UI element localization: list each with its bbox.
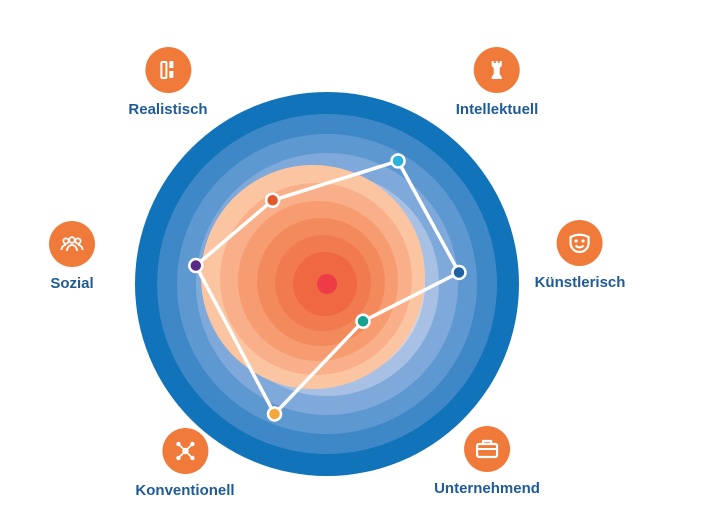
theater-mask-icon (556, 220, 603, 266)
data-point-konventionell (266, 406, 283, 422)
people-icon (49, 221, 95, 267)
category-realistisch: Realistisch (128, 47, 208, 118)
tools-icon (145, 47, 191, 93)
data-point-realistisch (264, 192, 281, 209)
category-label: Unternehmend (434, 480, 540, 497)
center-core (317, 274, 337, 294)
data-point-unternehmend (355, 313, 371, 330)
category-sozial: Sozial (49, 221, 95, 292)
data-point-intellektuell (390, 153, 406, 169)
chess-rook-icon (474, 47, 520, 93)
heat-rings (201, 165, 425, 389)
category-konventionell: Konventionell (135, 428, 235, 499)
data-points (188, 153, 467, 422)
category-intellektuell: Intellektuell (455, 47, 539, 118)
category-kuenstlerisch: Künstlerisch (534, 220, 626, 291)
category-label: Künstlerisch (534, 274, 626, 291)
briefcase-icon (464, 426, 510, 472)
data-point-kuenstlerisch (451, 264, 467, 281)
category-label: Sozial (50, 275, 94, 292)
category-label: Intellektuell (455, 101, 539, 118)
category-label: Realistisch (128, 101, 208, 118)
category-unternehmend: Unternehmend (434, 426, 540, 497)
data-point-sozial (188, 257, 204, 274)
network-icon (161, 428, 208, 474)
category-label: Konventionell (135, 482, 235, 499)
